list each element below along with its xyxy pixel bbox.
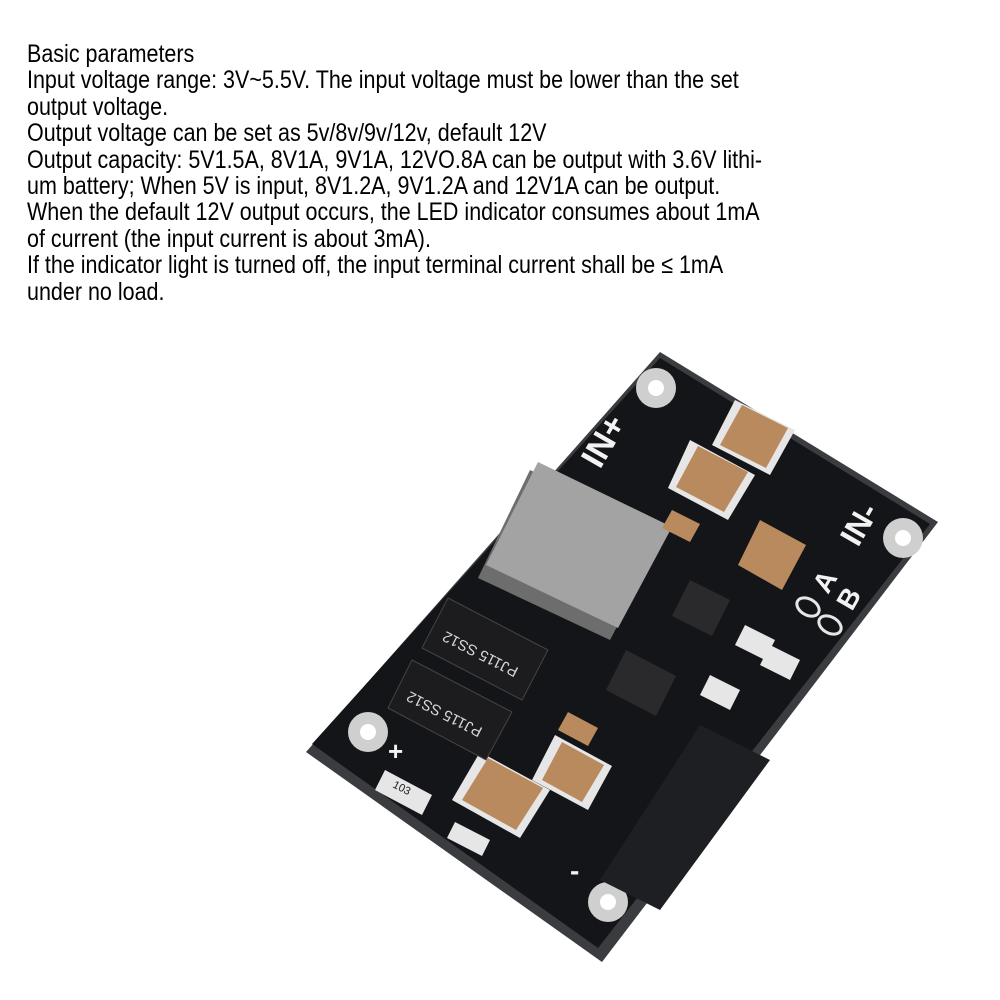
description-line: If the indicator light is turned off, th… [27, 251, 724, 280]
description-line: of current (the input current is about 3… [27, 224, 431, 253]
description-line: um battery; When 5V is input, 8V1.2A, 9V… [27, 172, 721, 201]
jumper-pads [795, 596, 843, 636]
diodes: PJ115 SS12 PJ115 SS12 [387, 597, 549, 761]
mounting-holes [348, 368, 923, 922]
unpopulated-area [600, 725, 770, 910]
description-line: Output capacity: 5V1.5A, 8V1A, 9V1A, 12V… [27, 145, 763, 174]
description-line: Output voltage can be set as 5v/8v/9v/12… [27, 119, 547, 148]
resistors: 103 [375, 625, 800, 856]
description-line: When the default 12V output occurs, the … [27, 198, 760, 227]
description-line: Input voltage range: 3V~5.5V. The input … [27, 66, 739, 95]
description-heading: Basic parameters [27, 40, 195, 68]
label-out-minus: - [570, 855, 579, 886]
inductor [478, 462, 672, 640]
description-line: output voltage. [27, 92, 169, 121]
ics [606, 580, 730, 716]
capacitors [452, 400, 806, 838]
description-line: under no load. [27, 277, 165, 306]
product-description: Basic parameters Input voltage range: 3V… [27, 41, 882, 305]
label-out-plus: + [388, 736, 403, 766]
